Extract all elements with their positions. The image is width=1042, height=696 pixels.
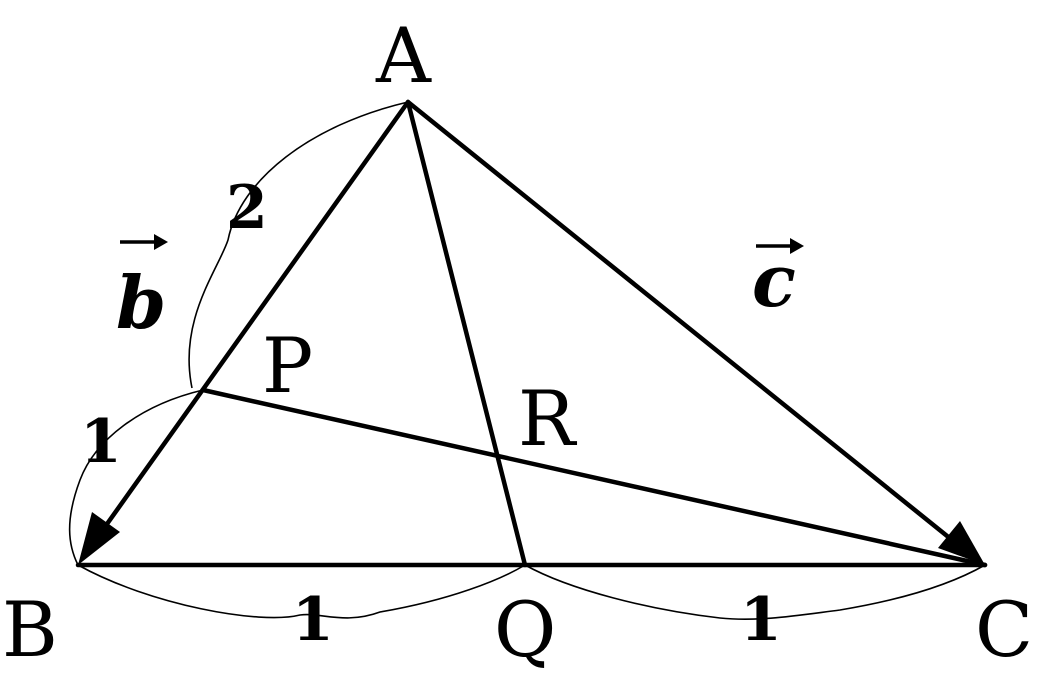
segment-aq (405, 99, 528, 568)
segment-ac (405, 99, 965, 551)
ratio-qc: 1 (740, 585, 782, 655)
label-point-b: B (2, 585, 58, 674)
vector-c-label: c (752, 238, 804, 323)
segment-ab (89, 99, 411, 548)
brace-ap (188, 101, 409, 389)
ratio-ap: 2 (226, 173, 268, 243)
brace-bq (77, 564, 526, 619)
vector-c-letter: c (752, 238, 796, 323)
vector-b-letter: b (116, 260, 166, 345)
brace-pb (68, 389, 204, 566)
label-point-q: Q (494, 585, 556, 674)
vector-b-arrowhead-icon (154, 234, 168, 250)
label-point-c: C (975, 585, 1033, 674)
arrowhead-b (78, 512, 120, 565)
ratio-pb: 1 (80, 407, 122, 477)
segment-pc (200, 387, 988, 568)
arrowhead-c (938, 521, 985, 565)
vector-b-label: b (116, 234, 168, 345)
label-point-a: A (375, 11, 432, 100)
brace-qc (524, 564, 986, 620)
vector-c-arrowhead-icon (790, 238, 804, 254)
label-point-p: P (262, 321, 313, 410)
ratio-bq: 1 (292, 585, 334, 655)
label-point-r: R (518, 374, 578, 463)
